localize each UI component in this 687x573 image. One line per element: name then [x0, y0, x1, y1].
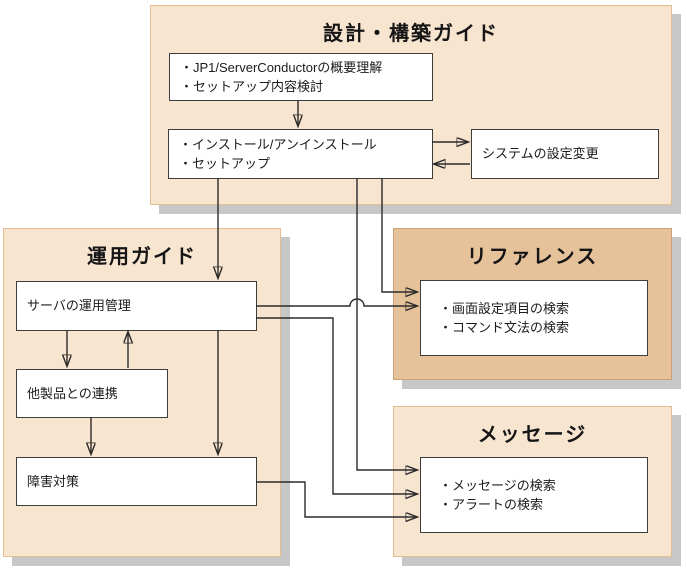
- node-text-line: サーバの運用管理: [27, 298, 131, 314]
- node-server-operation-management: サーバの運用管理: [16, 281, 257, 331]
- node-text-line: ・画面設定項目の検索: [439, 300, 570, 316]
- node-text-line: 他製品との連携: [27, 385, 118, 401]
- node-text-line: 障害対策: [27, 473, 80, 489]
- panel-design-guide-title: 設計・構築ガイド: [323, 23, 499, 45]
- panel-reference-title: リファレンス: [466, 246, 599, 268]
- node-text-line: ・JP1/ServerConductorの概要理解: [180, 59, 383, 75]
- node-overview-setup-study: ・JP1/ServerConductorの概要理解 ・セットアップ内容検討: [169, 53, 433, 101]
- node-reference-search: ・画面設定項目の検索 ・コマンド文法の検索: [420, 280, 648, 356]
- panel-message-title: メッセージ: [477, 424, 588, 446]
- node-other-product-cooperation: 他製品との連携: [16, 369, 168, 418]
- node-text-line: ・アラートの検索: [439, 497, 544, 512]
- panel-reference: リファレンス ・画面設定項目の検索 ・コマンド文法の検索: [393, 228, 672, 380]
- panel-operation-guide-title: 運用ガイド: [87, 246, 197, 268]
- node-text-line: ・セットアップ: [179, 156, 271, 171]
- node-failure-countermeasures: 障害対策: [16, 457, 257, 506]
- node-text-line: ・インストール/アンインストール: [179, 136, 377, 152]
- panel-design-guide: 設計・構築ガイド ・JP1/ServerConductorの概要理解 ・セットア…: [150, 5, 672, 205]
- node-text-line: ・セットアップ内容検討: [180, 79, 324, 94]
- panel-message: メッセージ ・メッセージの検索 ・アラートの検索: [393, 406, 672, 557]
- node-install-setup: ・インストール/アンインストール ・セットアップ: [168, 129, 433, 179]
- panel-operation-guide: 運用ガイド サーバの運用管理 他製品との連携 障害対策: [3, 228, 281, 557]
- node-text-line: システムの設定変更: [482, 146, 599, 162]
- node-message-search: ・メッセージの検索 ・アラートの検索: [420, 457, 648, 533]
- node-text-line: ・メッセージの検索: [439, 477, 556, 493]
- node-system-setting-change: システムの設定変更: [471, 129, 659, 179]
- node-text-line: ・コマンド文法の検索: [439, 320, 570, 335]
